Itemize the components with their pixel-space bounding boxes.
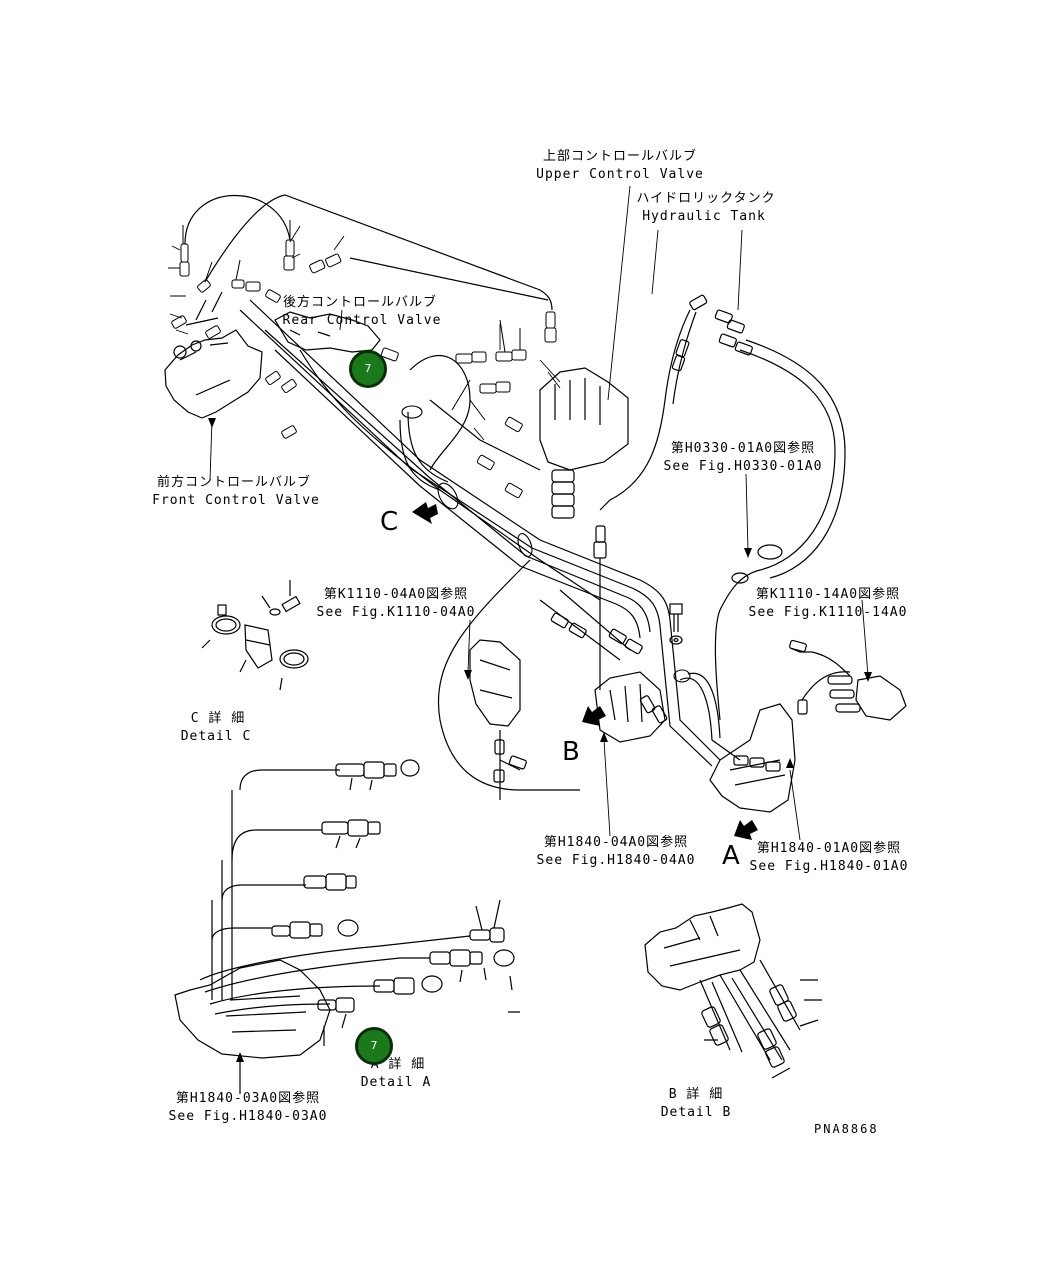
detail-b-label-en: Detail B: [660, 1105, 732, 1120]
upper-control-valve-label-en: Upper Control Valve: [536, 167, 704, 182]
see-fig-h184003-label-en: See Fig.H1840-03A0: [168, 1109, 328, 1124]
upper-control-valve: [539, 367, 629, 519]
detail-c-label-en: Detail C: [180, 729, 252, 744]
see-fig-h184001-label-en: See Fig.H1840-01A0: [749, 859, 909, 874]
bolt-washer: [669, 603, 683, 645]
hydraulic-tank-label-jp: ハイドロリックタンク: [636, 191, 776, 206]
callout-badge-7-upper[interactable]: 7: [349, 350, 387, 388]
leader-lines-main: [168, 185, 869, 841]
rear-control-valve-label-en: Rear Control Valve: [282, 313, 442, 328]
rear-control-valve-label-jp: 後方コントロールバルブ: [282, 295, 438, 310]
main-hose-bundle: [239, 299, 741, 767]
detail-c-label-jp: C 詳 細: [190, 711, 246, 726]
drawing-number: PNA8868: [814, 1122, 879, 1136]
front-control-valve-label-jp: 前方コントロールバルブ: [156, 475, 312, 490]
upper-control-valve-label-jp: 上部コントロールバルブ: [542, 149, 698, 164]
see-fig-h184003-label-jp: 第H1840-03A0図参照: [175, 1091, 321, 1106]
view-letter-b: B: [562, 737, 580, 767]
see-fig-h184001-label-jp: 第H1840-01A0図参照: [756, 841, 902, 856]
loop-hose-top: [184, 195, 291, 245]
fittings-upper-left: [171, 220, 342, 439]
callout-badge-7-lower[interactable]: 7: [355, 1027, 393, 1065]
fittings-center: [380, 311, 557, 499]
see-fig-h184004-label-en: See Fig.H1840-04A0: [536, 853, 696, 868]
hydraulic-tank-label-en: Hydraulic Tank: [642, 209, 766, 224]
bundle-clamps: [401, 405, 691, 683]
front-control-valve: [164, 291, 263, 419]
see-fig-k111014-label-en: See Fig.K1110-14A0: [748, 605, 908, 620]
view-letter-c: C: [380, 507, 399, 537]
see-fig-k111004-label-jp: 第K1110-04A0図参照: [323, 587, 469, 602]
long-hose-top: [204, 194, 553, 311]
detail-c-drawing: [201, 580, 309, 691]
see-fig-h184004-label-jp: 第H1840-04A0図参照: [543, 835, 689, 850]
see-fig-h0330-label-en: See Fig.H0330-01A0: [663, 459, 823, 474]
detail-a-label-en: Detail A: [360, 1075, 432, 1090]
see-fig-k111004-label-en: See Fig.K1110-04A0: [316, 605, 476, 620]
pilot-valve-right: [789, 639, 907, 721]
pilot-valve-left: [437, 559, 580, 800]
see-fig-k111014-label-jp: 第K1110-14A0図参照: [755, 587, 901, 602]
view-arrow-c: [412, 502, 438, 524]
detail-b-label-jp: B 詳 細: [668, 1087, 724, 1102]
leader-arrowheads: [208, 418, 872, 1062]
rear-control-valve: [274, 311, 381, 353]
control-valve-a: [709, 671, 851, 813]
hydraulic-tank-lines: [593, 294, 846, 721]
view-letter-a: A: [722, 841, 740, 871]
detail-a-drawing: [174, 759, 520, 1094]
view-arrow-b: [582, 706, 606, 726]
control-valve-b: [539, 589, 668, 743]
detail-b-drawing: [644, 903, 822, 1079]
view-arrow-a: [734, 820, 758, 840]
front-control-valve-label-en: Front Control Valve: [152, 493, 320, 508]
see-fig-h0330-label-jp: 第H0330-01A0図参照: [670, 441, 816, 456]
